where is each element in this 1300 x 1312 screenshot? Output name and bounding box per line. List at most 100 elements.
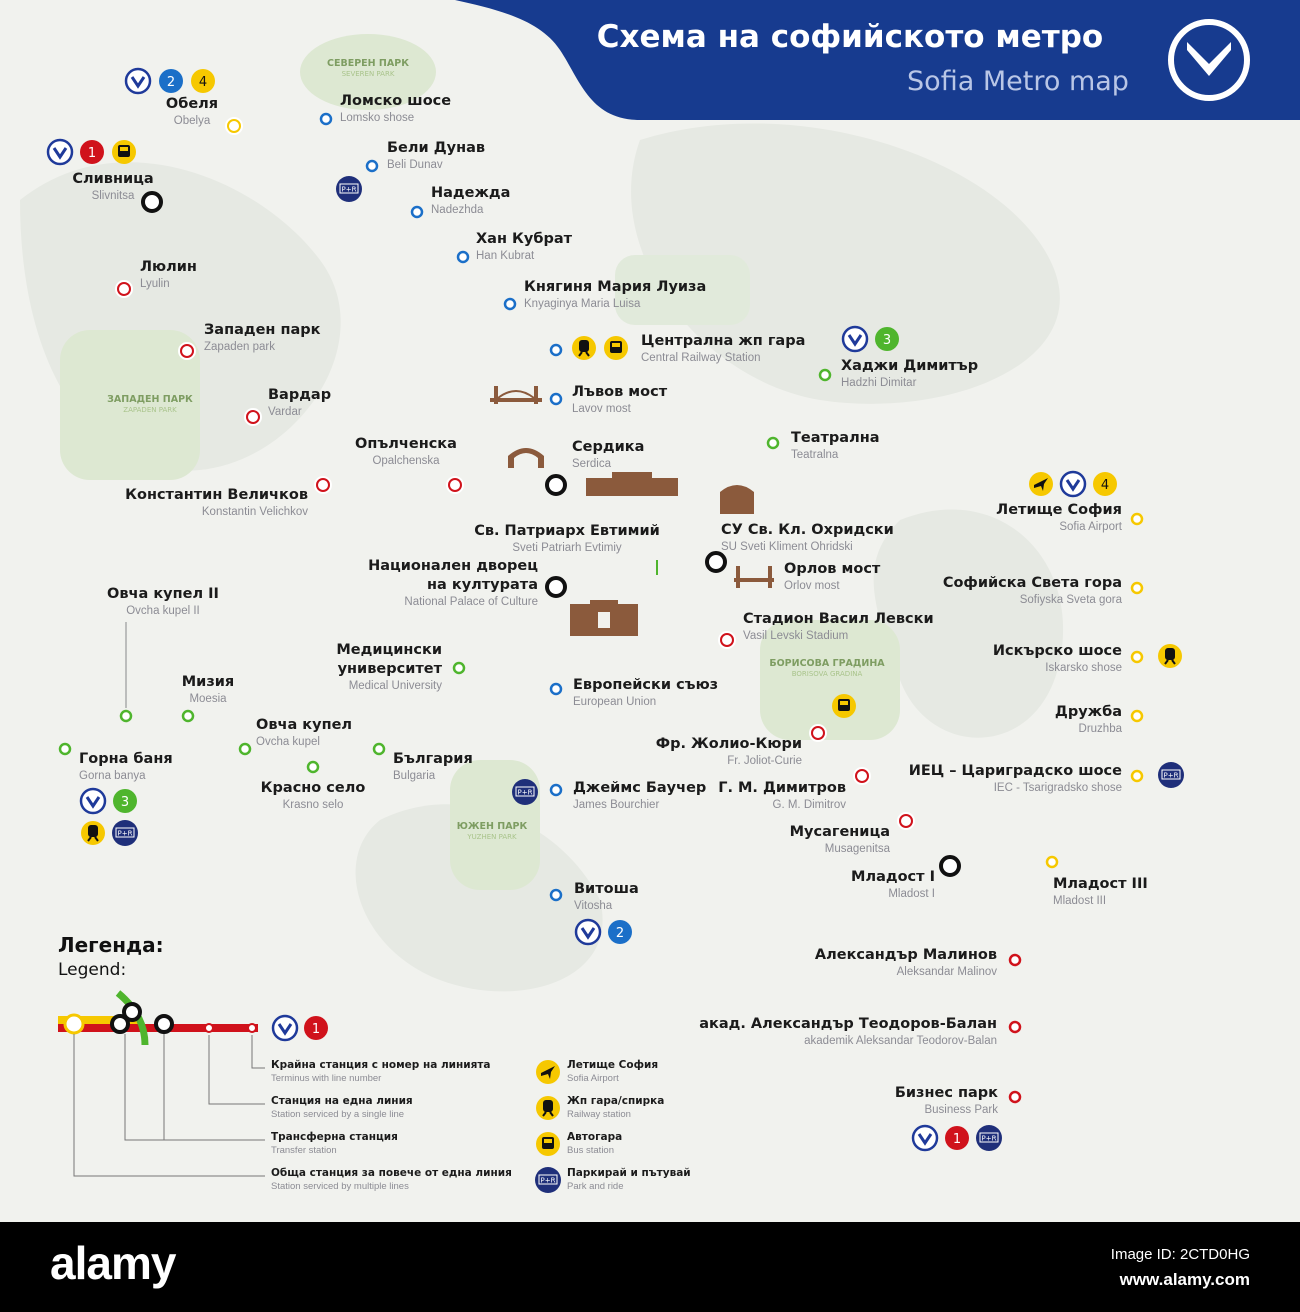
station-marker[interactable] bbox=[549, 783, 563, 797]
station-marker[interactable] bbox=[1008, 1020, 1022, 1034]
station-marker[interactable] bbox=[452, 661, 466, 675]
legend-subtitle: Legend: bbox=[58, 960, 126, 980]
station-marker[interactable] bbox=[1008, 1090, 1022, 1104]
station-name-bg: Ломско шосе bbox=[340, 93, 451, 109]
station-marker[interactable] bbox=[238, 742, 252, 756]
transfer-station-marker[interactable] bbox=[705, 551, 727, 573]
station-marker[interactable] bbox=[372, 742, 386, 756]
station-name-en: Iskarsko shose bbox=[1045, 662, 1122, 674]
station-marker[interactable] bbox=[549, 343, 563, 357]
station-marker[interactable] bbox=[1130, 709, 1144, 723]
transfer-station-marker[interactable] bbox=[545, 576, 567, 598]
station-marker[interactable] bbox=[1130, 512, 1144, 526]
station-marker[interactable] bbox=[1130, 769, 1144, 783]
arch-icon bbox=[508, 448, 544, 468]
station-label[interactable]: акад. Александър Теодоров-Баланakademik … bbox=[699, 1016, 997, 1047]
station-marker[interactable] bbox=[1130, 650, 1144, 664]
station-marker[interactable] bbox=[766, 436, 780, 450]
station-marker[interactable] bbox=[410, 205, 424, 219]
station-marker[interactable] bbox=[1130, 581, 1144, 595]
station-marker[interactable] bbox=[181, 709, 195, 723]
watermark-url[interactable]: www.alamy.com bbox=[1119, 1270, 1250, 1289]
station-marker[interactable] bbox=[503, 297, 517, 311]
station-name-bg: Овча купел bbox=[256, 717, 352, 733]
station-marker[interactable] bbox=[456, 250, 470, 264]
station-marker[interactable] bbox=[1045, 855, 1059, 869]
title-banner bbox=[455, 0, 1300, 120]
transfer-station-marker[interactable] bbox=[141, 191, 163, 213]
station-name-en: Bulgaria bbox=[393, 770, 436, 782]
legend-symbol-sublabel: Sofia Airport bbox=[567, 1073, 619, 1084]
station-marker[interactable] bbox=[306, 760, 320, 774]
parks: СЕВЕРЕН ПАРК SEVEREN PARK ЗАПАДЕН ПАРК Z… bbox=[60, 34, 900, 890]
station-name-bg: Витоша bbox=[574, 881, 639, 897]
station-marker[interactable] bbox=[365, 159, 379, 173]
station-marker[interactable] bbox=[1008, 953, 1022, 967]
station-name-en: Konstantin Velichkov bbox=[202, 506, 308, 518]
station-name-en: Lavov most bbox=[572, 403, 632, 415]
station-marker[interactable] bbox=[549, 888, 563, 902]
transfer-station-marker[interactable] bbox=[939, 855, 961, 877]
station-marker[interactable] bbox=[119, 709, 133, 723]
line-badge: 4 bbox=[1093, 472, 1117, 496]
watermark-brand: alamy bbox=[50, 1237, 176, 1289]
park-area-borisova bbox=[760, 620, 900, 740]
station-marker[interactable] bbox=[58, 742, 72, 756]
station-marker[interactable] bbox=[549, 682, 563, 696]
transfer-station-marker[interactable] bbox=[545, 474, 567, 496]
station-name-bg: Хан Кубрат bbox=[476, 231, 573, 247]
station-marker[interactable] bbox=[319, 112, 333, 126]
station-name-bg: Сливница bbox=[72, 171, 153, 187]
station-name-bg: Летище София bbox=[996, 502, 1122, 518]
station-name-bg: Театрална bbox=[791, 430, 880, 446]
station-name-en: Business Park bbox=[924, 1104, 998, 1116]
station-marker[interactable] bbox=[818, 368, 832, 382]
station-marker[interactable] bbox=[549, 392, 563, 406]
metro-logo-icon bbox=[911, 1124, 939, 1152]
